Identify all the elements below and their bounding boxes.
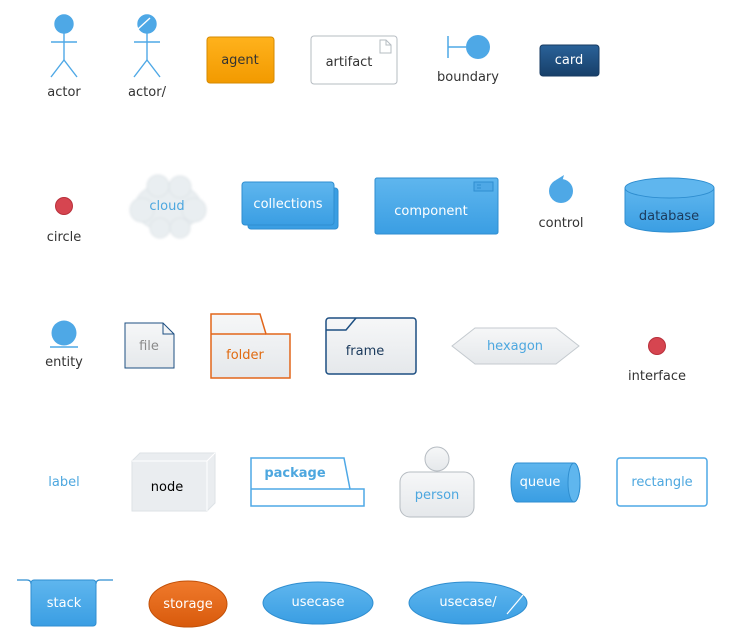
agent-shape <box>206 36 275 84</box>
control-shape <box>549 175 573 203</box>
cloud-label: cloud <box>149 199 185 214</box>
card-label: card <box>554 53 584 68</box>
card-shape <box>539 44 600 77</box>
component-shape <box>374 177 499 235</box>
label-label: label <box>48 475 80 490</box>
interface-shape <box>648 337 666 355</box>
business-usecase-shape <box>408 581 528 625</box>
usecase-shape <box>262 581 374 625</box>
control-label: control <box>538 216 584 231</box>
cloud-shape <box>129 174 207 239</box>
database-shape <box>624 177 715 233</box>
node-label: node <box>150 480 184 495</box>
stack-label: stack <box>46 596 82 611</box>
component-label: component <box>394 204 468 219</box>
actor-label: actor <box>47 85 81 100</box>
package-label: package <box>264 466 326 481</box>
folder-label: folder <box>226 348 264 363</box>
interface-label: interface <box>628 369 686 384</box>
entity-shape <box>50 320 78 348</box>
entity-label: entity <box>45 355 83 370</box>
collections-shape <box>241 181 339 230</box>
package-shape <box>250 457 365 507</box>
rectangle-shape <box>616 457 708 507</box>
person-shape <box>399 446 475 518</box>
frame-label: frame <box>345 344 385 359</box>
storage-label: storage <box>163 597 213 612</box>
circle-shape <box>55 197 73 215</box>
artifact-label: artifact <box>325 55 373 70</box>
business-actor-label: actor/ <box>128 85 166 100</box>
hexagon-shape <box>451 327 580 365</box>
person-label: person <box>414 488 460 503</box>
queue-shape <box>510 462 581 503</box>
database-label: database <box>638 209 700 224</box>
circle-label: circle <box>46 230 82 245</box>
folder-shape <box>210 313 291 379</box>
artifact-shape <box>310 35 398 85</box>
rectangle-label: rectangle <box>631 475 693 490</box>
boundary-shape <box>447 35 490 59</box>
file-label: file <box>139 339 159 354</box>
actor-shape <box>50 14 78 78</box>
boundary-label: boundary <box>437 70 499 85</box>
collections-label: collections <box>253 197 323 212</box>
queue-label: queue <box>519 475 561 490</box>
hexagon-label: hexagon <box>486 339 544 354</box>
business-actor-shape <box>133 14 161 78</box>
stack-shape <box>17 579 113 627</box>
storage-shape <box>148 580 228 628</box>
usecase-label: usecase <box>291 595 345 610</box>
node-shape <box>131 452 216 512</box>
agent-label: agent <box>221 53 259 68</box>
frame-shape <box>325 317 417 375</box>
business-usecase-label: usecase/ <box>439 595 497 610</box>
file-shape <box>124 322 175 369</box>
